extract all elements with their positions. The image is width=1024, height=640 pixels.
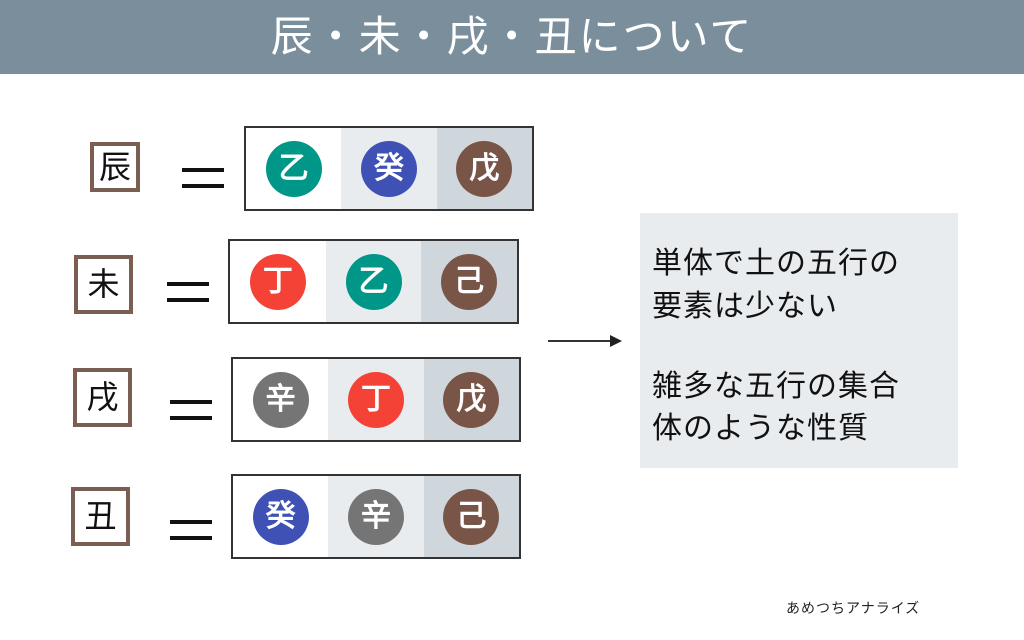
branch-box: 丑 bbox=[71, 487, 130, 546]
page-title: 辰・未・戌・丑について bbox=[270, 12, 754, 61]
branch-label: 辰 bbox=[98, 148, 131, 186]
stem-circle: 辛 bbox=[347, 488, 404, 545]
branch-box: 未 bbox=[74, 255, 133, 314]
equals-sign bbox=[182, 168, 224, 188]
stem-circle: 乙 bbox=[345, 253, 402, 310]
branch-label: 未 bbox=[87, 265, 120, 303]
equals-sign bbox=[167, 282, 209, 302]
stem-box: 丁 乙 己 bbox=[228, 239, 519, 324]
header-bar: 辰・未・戌・丑について bbox=[0, 0, 1024, 74]
summary-note: 単体で土の五行の 要素は少ない 雑多な五行の集合 体のような性質 bbox=[640, 213, 958, 468]
stem-circle: 戊 bbox=[456, 140, 513, 197]
stem-circle: 癸 bbox=[360, 140, 417, 197]
stem-circle: 己 bbox=[443, 488, 500, 545]
note-line: 雑多な五行の集合 bbox=[652, 369, 900, 404]
stem-circle: 辛 bbox=[252, 371, 309, 428]
stem-circle: 乙 bbox=[265, 140, 322, 197]
stem-circle: 癸 bbox=[252, 488, 309, 545]
note-line: 体のような性質 bbox=[652, 411, 869, 446]
branch-label: 戌 bbox=[86, 378, 119, 416]
equals-sign bbox=[170, 400, 212, 420]
arrow-right-icon bbox=[548, 335, 622, 347]
note-line: 単体で土の五行の bbox=[652, 246, 900, 281]
note-line: 要素は少ない bbox=[652, 289, 838, 324]
equals-sign bbox=[170, 520, 212, 540]
stem-circle: 丁 bbox=[249, 253, 306, 310]
branch-label: 丑 bbox=[84, 497, 117, 535]
branch-box: 辰 bbox=[90, 142, 140, 192]
branch-box: 戌 bbox=[73, 368, 132, 427]
stem-box: 癸 辛 己 bbox=[231, 474, 521, 559]
credit-text: あめつちアナライズ bbox=[786, 601, 921, 617]
stem-box: 乙 癸 戊 bbox=[244, 126, 534, 211]
stem-circle: 丁 bbox=[347, 371, 404, 428]
stem-box: 辛 丁 戊 bbox=[231, 357, 521, 442]
stem-circle: 己 bbox=[441, 253, 498, 310]
stem-circle: 戊 bbox=[443, 371, 500, 428]
